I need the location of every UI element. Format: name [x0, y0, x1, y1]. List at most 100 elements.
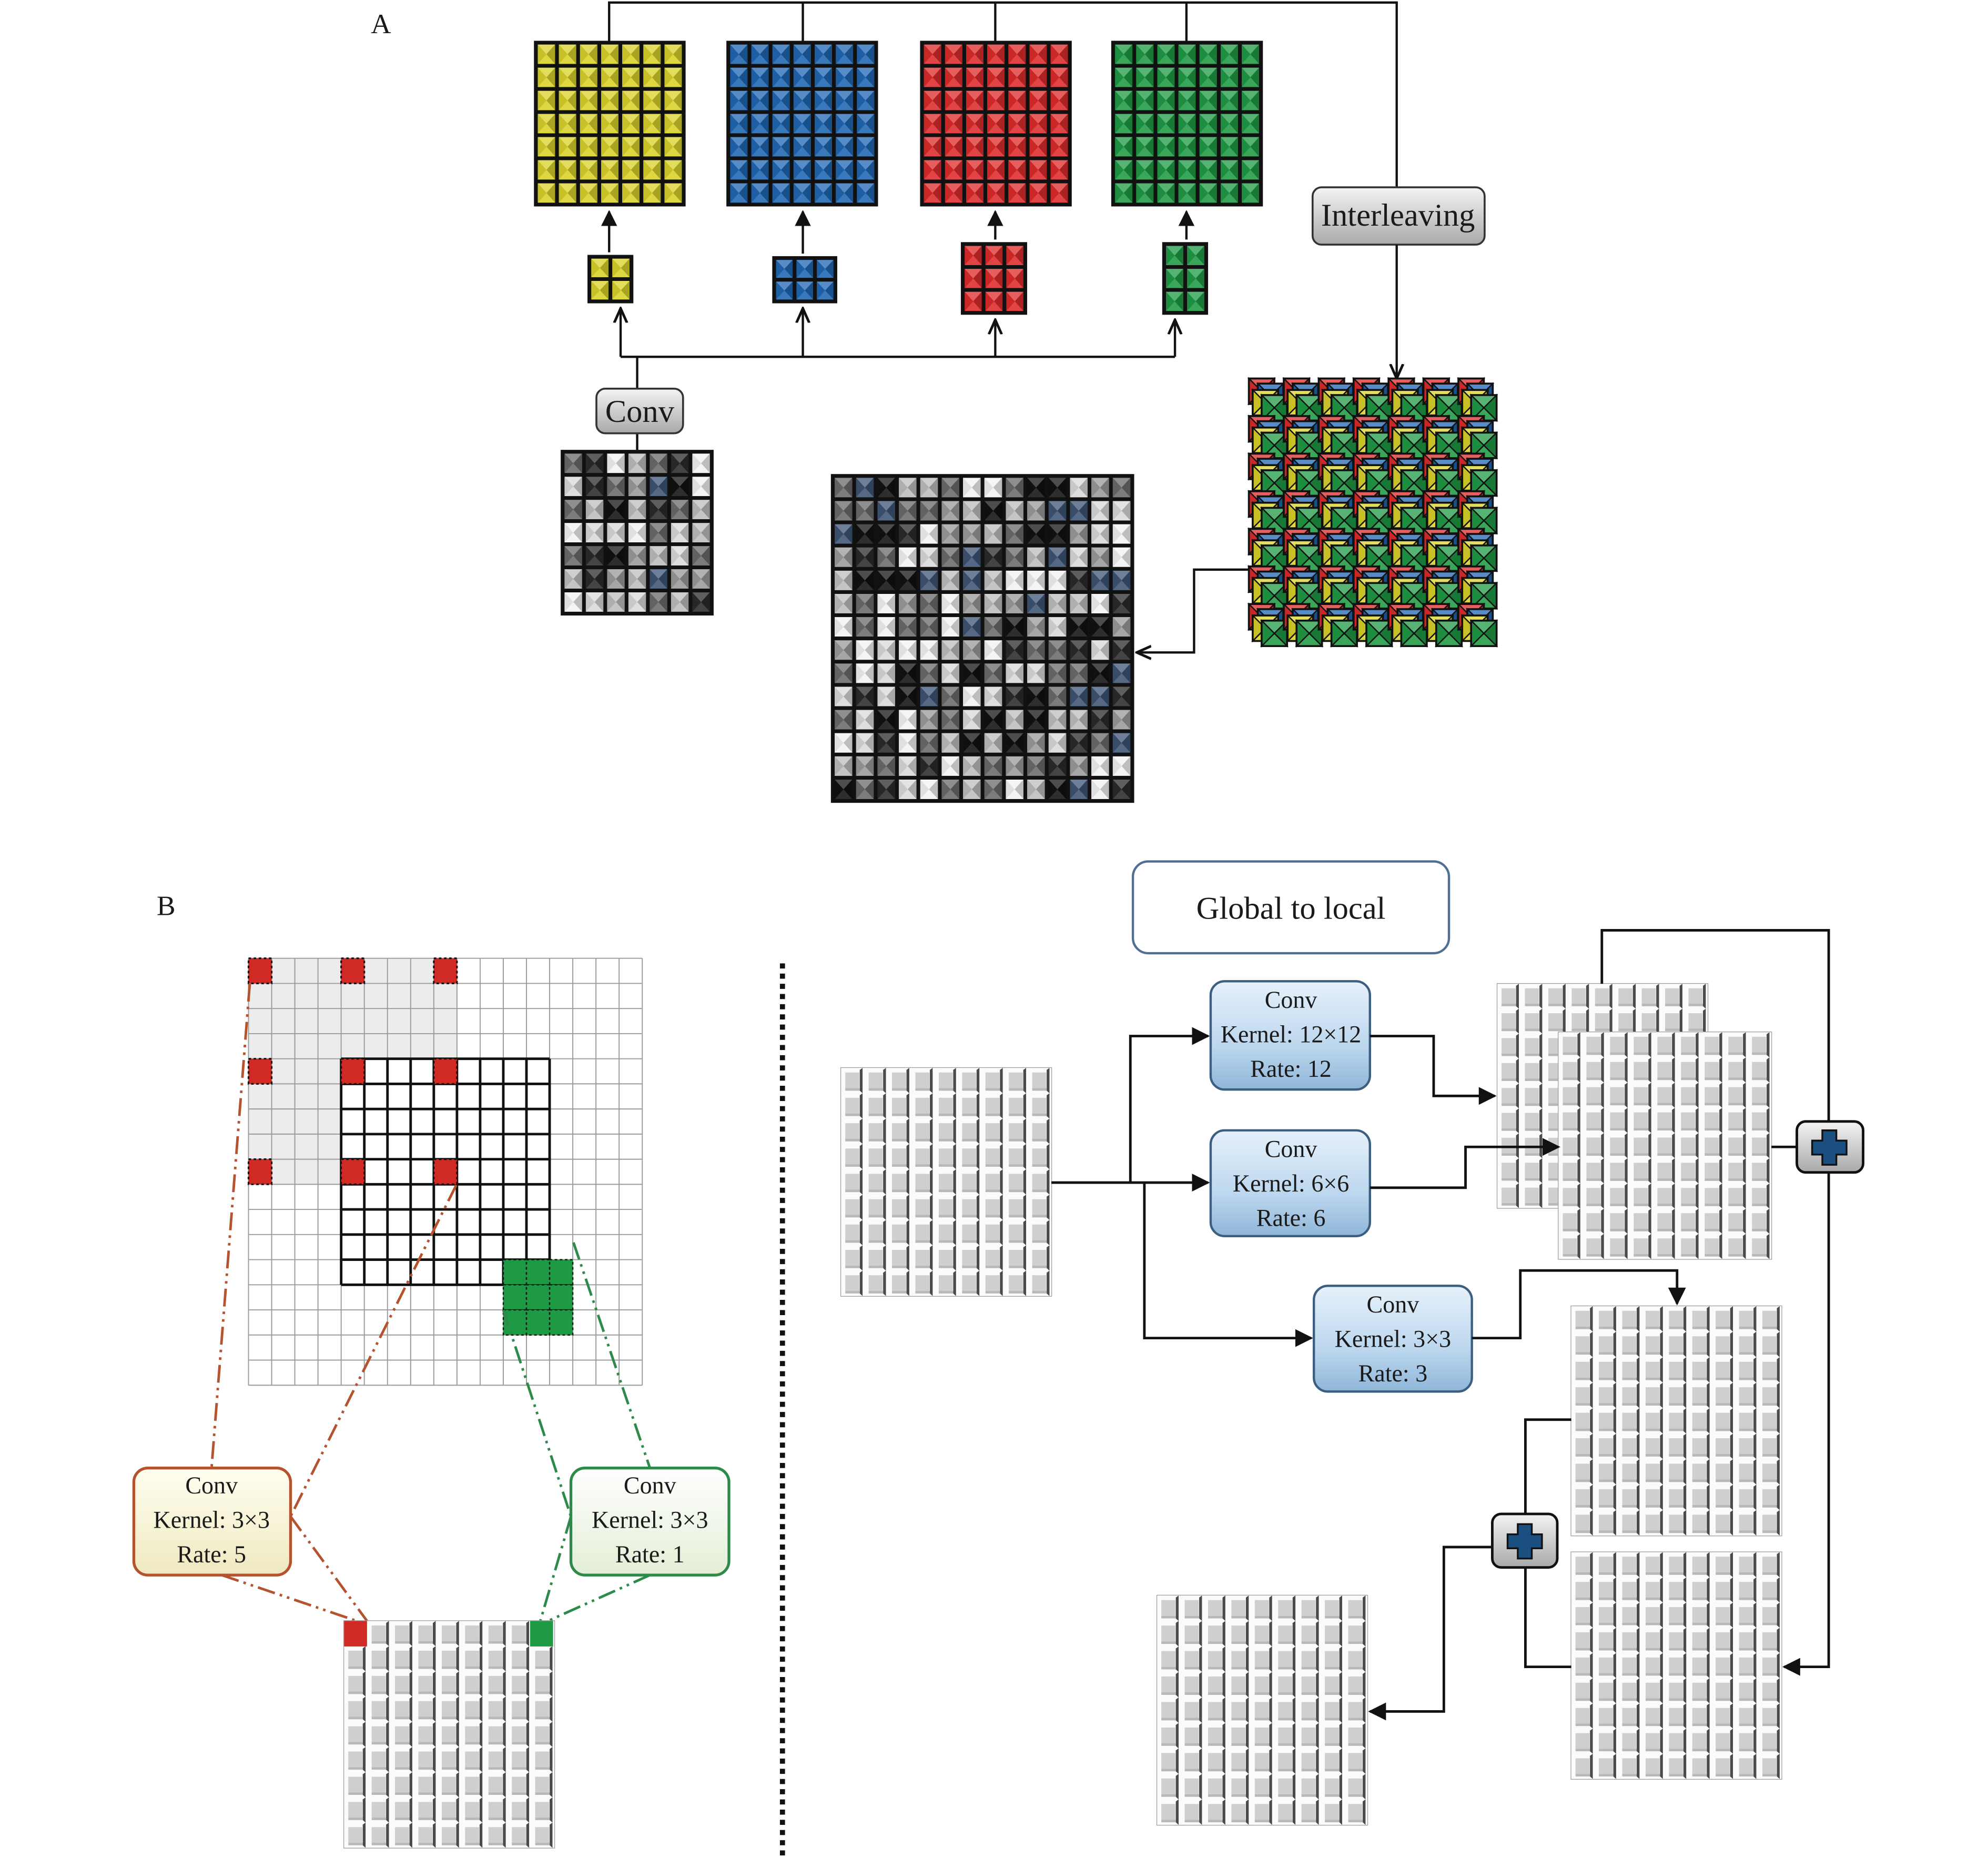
grid-cell	[984, 756, 1002, 776]
map-cell	[1157, 1799, 1181, 1825]
grid-cell	[612, 281, 630, 300]
grid-cell	[1136, 44, 1154, 64]
grid-cell	[1048, 756, 1067, 776]
grid-cell	[1220, 90, 1238, 110]
map-cell	[1606, 1234, 1630, 1259]
grid-cell	[941, 710, 959, 730]
map-cell	[958, 1169, 981, 1195]
map-cell	[981, 1093, 1005, 1119]
map-cell	[1711, 1602, 1735, 1628]
map-cell	[1157, 1723, 1181, 1749]
grid-cell	[671, 592, 689, 612]
map-cell	[1344, 1672, 1367, 1698]
grid-cell	[1027, 663, 1045, 683]
grid-cell	[1112, 478, 1131, 498]
map-cell	[1227, 1697, 1251, 1723]
map-cell	[1157, 1621, 1181, 1647]
map-cell	[531, 1772, 555, 1798]
map-cell	[1558, 1234, 1583, 1259]
map-cell	[1758, 1382, 1782, 1408]
map-cell	[1571, 1459, 1595, 1485]
grid-cell	[920, 594, 938, 613]
grid-cell	[899, 640, 917, 660]
grid-cell	[628, 523, 646, 542]
map-cell	[1204, 1774, 1228, 1800]
map-cell	[1180, 1774, 1204, 1800]
map-cell	[1180, 1646, 1204, 1672]
kernel-connector-line	[210, 983, 251, 1468]
map-cell	[1274, 1697, 1297, 1723]
grid-cell	[856, 524, 874, 544]
grid-cell	[836, 44, 854, 64]
map-cell	[1520, 984, 1544, 1009]
map-cell	[391, 1621, 414, 1647]
grid-cell	[1006, 501, 1023, 521]
map-cell	[531, 1797, 555, 1823]
map-cell	[437, 1697, 461, 1722]
map-cell	[531, 1697, 555, 1722]
grid-cell	[963, 501, 981, 521]
grid-cell	[987, 90, 1005, 110]
map-cell	[934, 1270, 958, 1296]
grid-cell	[963, 640, 981, 660]
map-cell	[1520, 1033, 1544, 1059]
map-cell	[1005, 1093, 1028, 1119]
grid-cell	[730, 137, 748, 157]
grid-cell	[1048, 617, 1067, 637]
grid-cell	[941, 663, 959, 683]
map-cell	[888, 1169, 911, 1195]
map-cell	[1204, 1799, 1228, 1825]
conv-dilated-rate: Rate: 5	[177, 1541, 246, 1568]
grid-cell	[671, 546, 689, 566]
map-cell	[1321, 1595, 1344, 1621]
grid-cell	[899, 594, 917, 613]
map-cell	[888, 1118, 911, 1144]
map-cell	[841, 1118, 865, 1144]
grid-cell	[772, 137, 790, 157]
grid-cell	[877, 756, 895, 776]
map-cell	[1711, 1306, 1735, 1332]
map-cell	[414, 1722, 438, 1747]
grid-cell	[1220, 114, 1238, 134]
map-cell	[1595, 1357, 1618, 1383]
grid-cell	[817, 260, 834, 278]
map-cell	[1677, 1158, 1701, 1184]
grid-cell	[1157, 44, 1175, 64]
map-cell	[344, 1646, 368, 1672]
grid-cell	[856, 640, 874, 660]
grid-cell	[1199, 44, 1217, 64]
grid-cell	[899, 710, 917, 730]
kernel-connector-line	[289, 1184, 458, 1517]
grid-cell	[963, 547, 981, 567]
grid-cell	[920, 640, 938, 660]
map-cell	[1571, 1306, 1595, 1332]
grid-cell	[564, 477, 582, 497]
dilated-kernel-tap	[340, 957, 366, 985]
dilated-kernel-tap	[247, 1058, 273, 1085]
panel-a: A	[371, 1, 1498, 803]
map-cell	[1735, 1331, 1759, 1357]
map-cell	[531, 1646, 555, 1672]
grid-cell	[751, 160, 769, 180]
map-cell	[461, 1697, 484, 1722]
grid-cell	[920, 686, 938, 706]
map-cell	[1618, 1703, 1641, 1729]
map-cell	[1297, 1595, 1321, 1621]
dilated-output-cells	[343, 1620, 555, 1849]
grid-cell	[941, 640, 959, 660]
map-cell	[1653, 1158, 1677, 1184]
map-cell	[934, 1093, 958, 1119]
map-cell	[934, 1144, 958, 1169]
map-cell	[1700, 1032, 1725, 1058]
map-cell	[1558, 1032, 1583, 1058]
grid-cell	[899, 478, 917, 498]
map-cell	[1297, 1646, 1321, 1672]
map-cell	[1582, 1032, 1606, 1058]
grid-cell	[920, 663, 938, 683]
map-cell	[864, 1118, 888, 1144]
grid-cell	[1008, 44, 1026, 64]
grid-cell	[941, 501, 959, 521]
grid-cell	[1136, 90, 1154, 110]
grid-cell	[1050, 44, 1068, 64]
grid-cell	[1157, 114, 1175, 134]
